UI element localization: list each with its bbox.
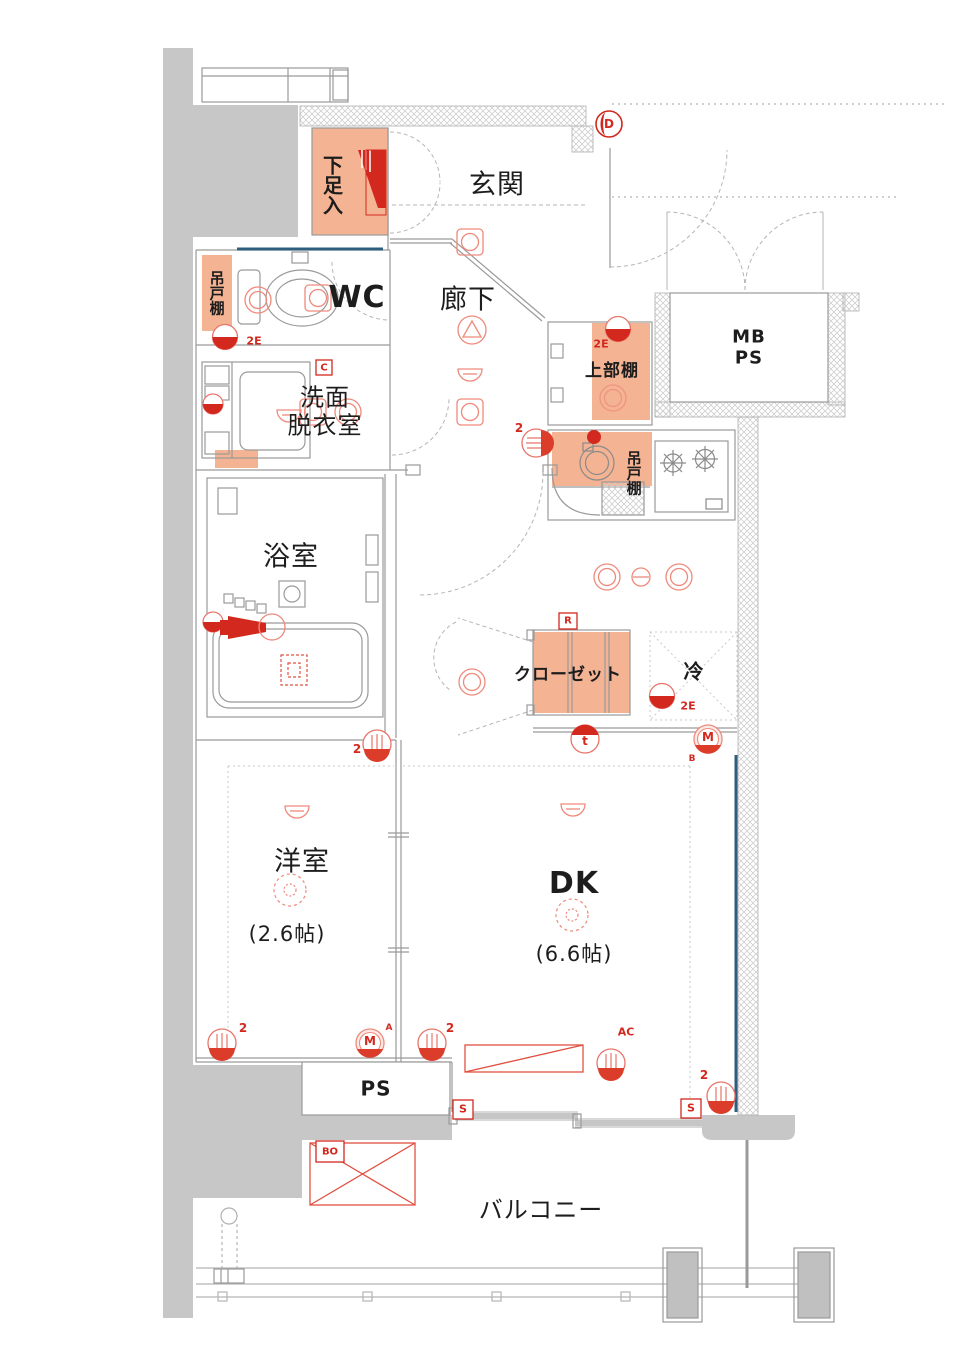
outlet-icon — [521, 428, 555, 458]
bracket-light-icon — [284, 805, 310, 819]
mark-2e: 2E — [593, 337, 609, 351]
downlight-icon — [458, 668, 486, 696]
storage-fills — [202, 128, 652, 713]
mark-2e: 2E — [680, 699, 696, 713]
room-label-bath: 浴室 — [263, 541, 319, 573]
downlight-icon — [456, 228, 484, 256]
closet-fill — [533, 632, 630, 713]
small-light-icon — [631, 567, 651, 587]
concrete-structure — [163, 48, 795, 1318]
bathtub — [212, 580, 369, 709]
mark-shutter-s: S — [687, 1101, 695, 1115]
balcony-pillar-right — [793, 1247, 835, 1323]
room-label-shoebox: 下足入 — [319, 155, 344, 215]
ceiling-dashes — [227, 631, 738, 1108]
label-western-size: (2.6帖) — [248, 921, 326, 946]
outlet-icon — [207, 1028, 237, 1062]
mark-a: A — [385, 1022, 393, 1033]
fire-alarm-icon — [587, 430, 601, 444]
room-label-closet: クローゼット — [514, 665, 622, 686]
mark-shutter-s: S — [459, 1102, 467, 1116]
junction-icon — [604, 315, 632, 343]
exterior-walls — [299, 105, 860, 1116]
downlight-icon — [593, 563, 621, 591]
site-boundary-dots — [612, 103, 945, 198]
door-swings — [331, 131, 824, 736]
outlet-icon — [706, 1081, 736, 1115]
label-fridge: 冷 — [683, 659, 705, 684]
room-label-ps: PS — [360, 1076, 392, 1101]
faucet-icon — [202, 393, 224, 415]
electrical-symbols — [202, 110, 736, 1206]
ceiling-light-icon — [273, 873, 307, 907]
mark-m: M — [702, 730, 714, 745]
heater-panel-icon — [464, 1044, 584, 1073]
stove-burners — [660, 446, 723, 510]
label-kitchen-cabinet: 吊戸棚 — [624, 450, 643, 496]
balcony-pillar-left — [662, 1247, 703, 1323]
windows — [237, 247, 738, 1112]
mark-box-r — [558, 612, 578, 630]
junction-icon — [648, 682, 676, 710]
label-wc-cabinet: 吊戸棚 — [207, 270, 226, 316]
junction-icon — [211, 323, 239, 351]
mark-bo: BO — [321, 1146, 339, 1158]
mark-2e: 2E — [246, 334, 262, 348]
kitchen-cabinet-fill — [552, 432, 652, 486]
alarm-icon — [457, 315, 487, 345]
mark-outlet-count: 2 — [699, 1068, 709, 1083]
wc-cabinet-fill — [202, 255, 232, 331]
room-label-washroom: 洗面 脱衣室 — [287, 383, 363, 439]
mark-ac: AC — [617, 1025, 635, 1039]
mark-outlet-count: 2 — [352, 742, 362, 757]
mark-box-bo — [315, 1140, 345, 1163]
label-dk-size: (6.6帖) — [535, 941, 613, 966]
label-upper-shelf: 上部棚 — [585, 361, 639, 382]
mbps-door-leaves — [666, 212, 824, 290]
room-label-balcony: バルコニー — [478, 1196, 604, 1225]
entrance-door-swing — [609, 149, 728, 268]
shoebox-mirror-icon — [358, 149, 387, 216]
mark-box-c — [315, 359, 333, 376]
interior-walls — [195, 67, 835, 1323]
room-label-western: 洋室 — [274, 846, 330, 878]
mark-t: t — [582, 734, 588, 749]
bracket-light-icon — [560, 803, 586, 817]
mark-box-s — [680, 1098, 702, 1119]
mark-c: C — [320, 362, 328, 374]
boiler-unit-icon — [309, 1142, 416, 1206]
kitchen-counter — [547, 429, 736, 521]
mark-outlet-count: 2 — [514, 421, 524, 436]
fridge-space — [649, 631, 738, 721]
downlight-icon — [665, 563, 693, 591]
bracket-light-icon — [457, 368, 483, 382]
tub-heater-icon — [280, 654, 308, 686]
room-label-dk: DK — [548, 865, 600, 901]
downlight-icon — [456, 398, 484, 426]
mark-m: M — [364, 1034, 376, 1049]
mark-r: R — [564, 615, 572, 627]
room-label-genkan: 玄関 — [469, 169, 525, 201]
room-label-wc: WC — [328, 279, 386, 315]
shower-icon — [220, 613, 286, 641]
mark-outlet-count: 2 — [238, 1021, 248, 1036]
toilet — [237, 251, 339, 327]
mark-door-d: D — [604, 117, 614, 132]
mark-outlet-count: 2 — [445, 1021, 455, 1036]
room-label-mbps: MB PS — [732, 326, 766, 368]
downlight-icon — [304, 284, 332, 312]
ceiling-light-icon — [555, 898, 589, 932]
vent-fan-icon — [244, 286, 272, 314]
outlet-icon — [362, 729, 392, 763]
mark-box-s — [452, 1099, 474, 1120]
ac-outlet-icon — [596, 1048, 626, 1082]
balcony-window — [448, 1107, 702, 1129]
outlet-icon — [417, 1028, 447, 1062]
mark-b: B — [688, 753, 696, 764]
room-label-hall: 廊下 — [440, 284, 496, 316]
